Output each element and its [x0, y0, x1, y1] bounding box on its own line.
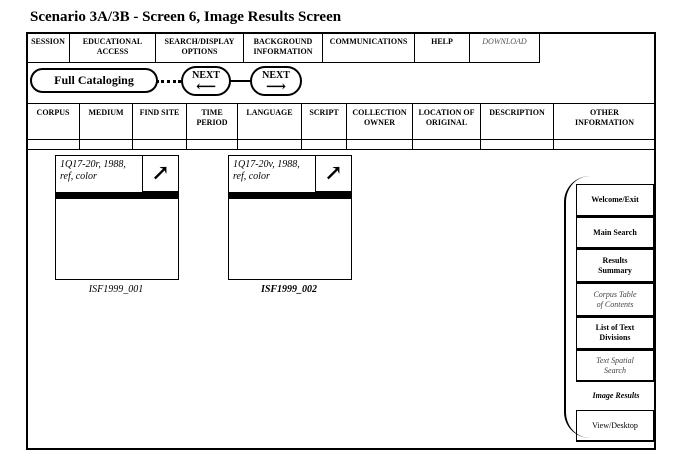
column-corpus[interactable]: CORPUS — [27, 104, 80, 139]
dotted-connector — [156, 80, 181, 83]
next-back-button[interactable]: NEXT ⟵ — [181, 66, 231, 96]
diagonal-arrow-icon[interactable]: ↗ — [315, 156, 351, 192]
menu-help[interactable]: HELP — [415, 33, 470, 63]
menu-download[interactable]: DOWNLOAD — [470, 33, 540, 63]
page-title: Scenario 3A/3B - Screen 6, Image Results… — [30, 9, 342, 25]
sidebar-item-image-results[interactable]: Image Results — [592, 391, 640, 400]
sidebar-item-main-search[interactable]: Main Search — [576, 217, 656, 249]
catalog-value-row — [27, 140, 655, 150]
column-medium[interactable]: MEDIUM — [80, 104, 133, 139]
sidebar-item-welcome-exit[interactable]: Welcome/Exit — [576, 184, 656, 217]
image-titlebar — [56, 192, 178, 199]
image-caption: 1Q17-20v, 1988, ref, color — [233, 159, 300, 182]
next-forward-label: NEXT — [262, 70, 290, 81]
image-id-label: ISF1999_001 — [88, 284, 144, 295]
column-script[interactable]: SCRIPT — [302, 104, 347, 139]
column-language[interactable]: LANGUAGE — [238, 104, 302, 139]
column-description[interactable]: DESCRIPTION — [481, 104, 554, 139]
image-result-card-2[interactable]: 1Q17-20v, 1988, ref, color ↗ — [228, 155, 352, 280]
image-result-card-1[interactable]: 1Q17-20r, 1988, ref, color ↗ — [55, 155, 179, 280]
menu-background-information[interactable]: BACKGROUND INFORMATION — [244, 33, 323, 63]
solid-connector — [230, 80, 251, 82]
next-back-label: NEXT — [192, 70, 220, 81]
menu-session[interactable]: SESSION — [27, 33, 70, 63]
next-forward-button[interactable]: NEXT ⟶ — [250, 66, 302, 96]
image-id-label: ISF1999_002 — [260, 284, 318, 295]
top-menu: SESSION EDUCATIONAL ACCESS SEARCH/DISPLA… — [27, 33, 540, 63]
sidebar-item-view-desktop[interactable]: View/Desktop — [576, 410, 656, 442]
menu-search-display-options[interactable]: SEARCH/DISPLAY OPTIONS — [156, 33, 244, 63]
sidebar-bracket — [564, 176, 604, 438]
menu-educational-access[interactable]: EDUCATIONAL ACCESS — [70, 33, 156, 63]
diagonal-arrow-icon[interactable]: ↗ — [142, 156, 178, 192]
image-caption: 1Q17-20r, 1988, ref, color — [60, 159, 126, 182]
menu-communications[interactable]: COMMUNICATIONS — [323, 33, 415, 63]
full-cataloging-button[interactable]: Full Cataloging — [30, 68, 158, 93]
image-titlebar — [229, 192, 351, 199]
left-arrow-icon: ⟵ — [195, 80, 217, 95]
column-find-site[interactable]: FIND SITE — [133, 104, 187, 139]
right-arrow-icon: ⟶ — [265, 80, 287, 95]
